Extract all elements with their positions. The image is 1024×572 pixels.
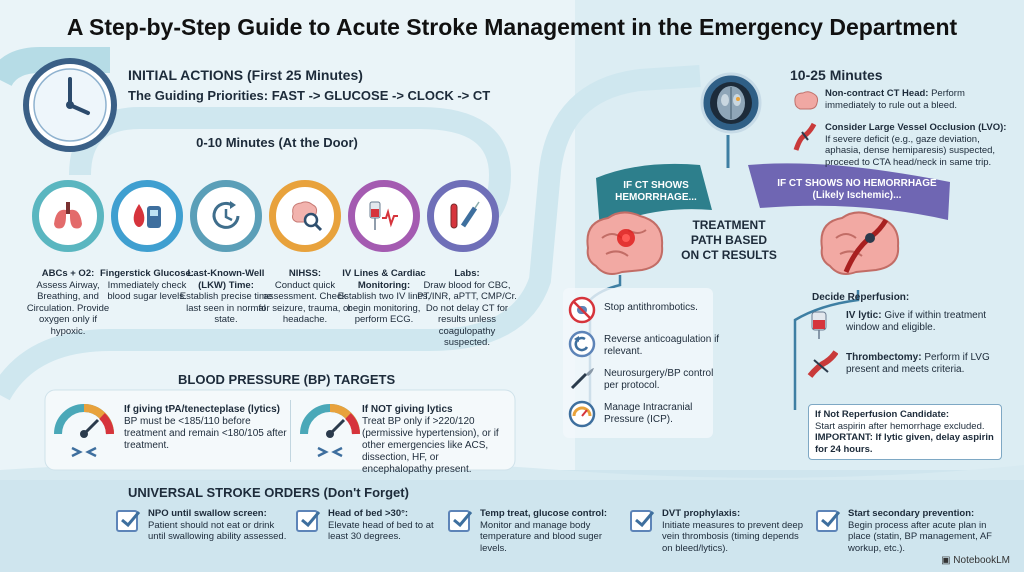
step-iv-monitoring: IV Lines & Cardiac Monitoring:Establish … xyxy=(337,268,431,325)
iv-lytic: IV lytic: Give if within treatment windo… xyxy=(846,310,987,333)
syringe-tube-icon xyxy=(427,180,499,252)
hemo-step-2: Reverse anticoagulation if relevant. xyxy=(604,334,720,357)
bp-heading: BLOOD PRESSURE (BP) TARGETS xyxy=(178,372,396,387)
iv-monitor-icon xyxy=(348,180,420,252)
pressure-gauge-icon xyxy=(568,400,596,428)
guiding-priorities: The Guiding Priorities: FAST -> GLUCOSE … xyxy=(128,88,491,103)
order-secondary-prevention: Start secondary prevention:Begin process… xyxy=(848,508,992,554)
not-candidate-note: If Not Reperfusion Candidate: Start aspi… xyxy=(808,404,1002,460)
brand-logo: ▣ NotebookLM xyxy=(941,555,1010,566)
step-nihss: NIHSS:Conduct quick assessment. Check fo… xyxy=(258,268,352,325)
brain-icon xyxy=(792,90,820,112)
ct-scan-icon xyxy=(700,72,762,134)
bp-lytics: If giving tPA/tenecteplase (lytics)BP mu… xyxy=(124,404,287,451)
vessel-icon xyxy=(792,122,818,152)
gauge-icon xyxy=(52,400,116,460)
check-icon xyxy=(630,510,655,532)
order-temp-glucose: Temp treat, glucose control:Monitor and … xyxy=(480,508,608,554)
step-glucose: Fingerstick Glucose:Immediately check bl… xyxy=(100,268,194,302)
page-title: A Step-by-Step Guide to Acute Stroke Man… xyxy=(66,14,958,40)
glucometer-icon xyxy=(111,180,183,252)
universal-heading: UNIVERSAL STROKE ORDERS (Don't Forget) xyxy=(128,485,409,500)
universal-band-bg xyxy=(0,470,1024,572)
treatment-path-title: TREATMENT PATH BASED ON CT RESULTS xyxy=(681,218,777,262)
step-labs: Labs:Draw blood for CBC, PT/INR, aPTT, C… xyxy=(417,268,517,348)
check-icon xyxy=(448,510,473,532)
no-hemorrhage-label: IF CT SHOWS NO HEMORRHAGE (Likely Ischem… xyxy=(777,178,937,201)
check-icon xyxy=(116,510,141,532)
hemo-step-3: Neurosurgery/BP control per protocol. xyxy=(604,368,714,391)
iv-bag-icon xyxy=(808,310,832,340)
no-pill-icon xyxy=(568,296,596,324)
clock-icon xyxy=(20,55,120,155)
ischemic-brain-icon xyxy=(816,208,904,280)
order-head-of-bed: Head of bed >30°:Elevate head of bed to … xyxy=(328,508,434,542)
no-hemorrhage-banner xyxy=(748,163,950,220)
check-icon xyxy=(816,510,841,532)
hemorrhage-brain-icon xyxy=(582,208,668,280)
scalpel-icon xyxy=(568,364,596,392)
initial-actions-heading: INITIAL ACTIONS (First 25 Minutes) xyxy=(128,67,363,83)
lvo-consideration: Consider Large Vessel Occlusion (LVO):If… xyxy=(825,122,1007,168)
logo-icon: ▣ xyxy=(941,555,954,566)
ct-heading: 10-25 Minutes xyxy=(790,67,883,83)
bp-divider xyxy=(290,400,291,462)
hemo-step-1: Stop antithrombotics. xyxy=(604,302,698,313)
order-npo: NPO until swallow screen:Patient should … xyxy=(148,508,287,542)
step-abcs: ABCs + O2:Assess Airway, Breathing, and … xyxy=(26,268,110,337)
step-lkw: Last-Known-Well (LKW) Time:Establish pre… xyxy=(179,268,273,325)
door-heading: 0-10 Minutes (At the Door) xyxy=(196,135,358,150)
hemorrhage-label: IF CT SHOWS HEMORRHAGE... xyxy=(615,180,697,203)
brain-magnifier-icon xyxy=(269,180,341,252)
thrombectomy: Thrombectomy: Perform if LVG present and… xyxy=(846,352,990,375)
hemo-step-4: Manage Intracranial Pressure (ICP). xyxy=(604,402,693,425)
lungs-icon xyxy=(32,180,104,252)
decide-reperfusion: Decide Reperfusion: xyxy=(812,292,910,303)
noncontrast-ct: Non-contract CT Head: Perform immediatel… xyxy=(825,88,965,111)
order-dvt: DVT prophylaxis:Initiate measures to pre… xyxy=(662,508,804,554)
clock-arrow-icon xyxy=(190,180,262,252)
reverse-arrow-icon xyxy=(568,330,596,358)
gauge-icon-2 xyxy=(298,400,362,460)
check-icon xyxy=(296,510,321,532)
thrombectomy-icon xyxy=(806,350,839,380)
